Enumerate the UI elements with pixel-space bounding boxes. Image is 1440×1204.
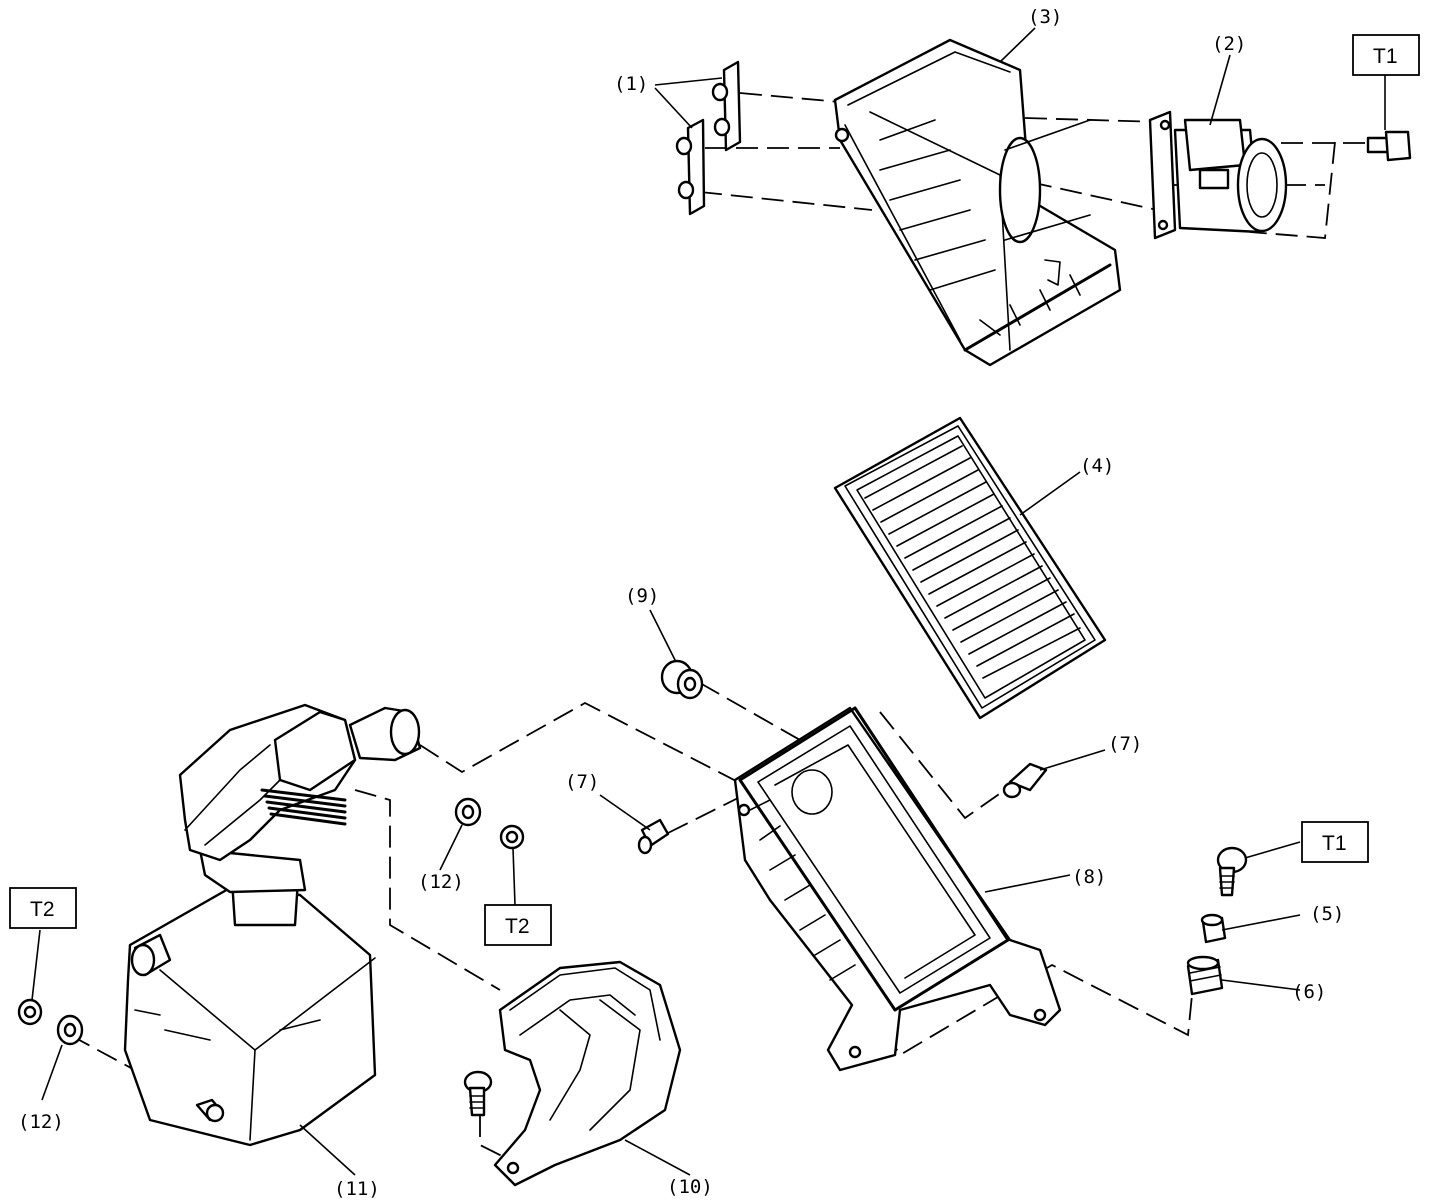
collar-icon xyxy=(1200,913,1227,944)
callout-4: (4) xyxy=(1080,455,1114,477)
torque-box-t2-left: T2 xyxy=(9,887,77,929)
resonator-chamber xyxy=(123,703,422,1147)
callout-3: (3) xyxy=(1028,6,1062,28)
callout-12: (12) xyxy=(418,871,464,893)
air-cleaner-element xyxy=(833,416,1107,720)
leader-lines xyxy=(31,27,1386,1176)
bracket-plates xyxy=(675,60,742,216)
callout-7: (7) xyxy=(565,771,599,793)
clip-icon xyxy=(637,818,670,855)
torque-label: T2 xyxy=(30,898,55,921)
callout-labels: (1) (2) (3) (4) (9) (7) (7) (8) (5) (6) … xyxy=(18,6,1344,1200)
callout-5: (5) xyxy=(1310,903,1344,925)
lower-air-cleaner-case xyxy=(733,706,1062,1072)
air-intake-duct xyxy=(493,960,682,1187)
callout-11: (11) xyxy=(334,1178,380,1200)
torque-label: T1 xyxy=(1322,832,1347,855)
torque-label: T2 xyxy=(505,915,530,938)
clip-icon xyxy=(56,1014,84,1046)
torque-box-t1-top: T1 xyxy=(1352,34,1420,76)
air-flow-sensor xyxy=(1148,110,1288,240)
torque-label: T1 xyxy=(1373,45,1398,68)
torque-box-t2-center: T2 xyxy=(484,904,552,946)
grommet-icon xyxy=(660,659,704,700)
nut-icon xyxy=(499,824,525,850)
cushion-icon xyxy=(1186,955,1224,996)
callout-10: (10) xyxy=(667,1176,713,1198)
callout-1: (1) xyxy=(614,73,648,95)
callout-12: (12) xyxy=(18,1111,64,1133)
callout-2: (2) xyxy=(1212,33,1246,55)
upper-air-cleaner-case xyxy=(833,38,1122,367)
callout-7: (7) xyxy=(1108,733,1142,755)
nut-icon xyxy=(17,998,43,1026)
callout-6: (6) xyxy=(1292,981,1326,1003)
callout-9: (9) xyxy=(625,585,659,607)
clip-icon xyxy=(454,797,482,827)
torque-box-t1-right: T1 xyxy=(1301,821,1369,863)
clip-icon xyxy=(1002,762,1048,799)
callout-8: (8) xyxy=(1072,866,1106,888)
bolt-icon xyxy=(1366,130,1412,162)
bolt-icon xyxy=(1216,846,1248,897)
bolt-icon xyxy=(463,1070,493,1117)
